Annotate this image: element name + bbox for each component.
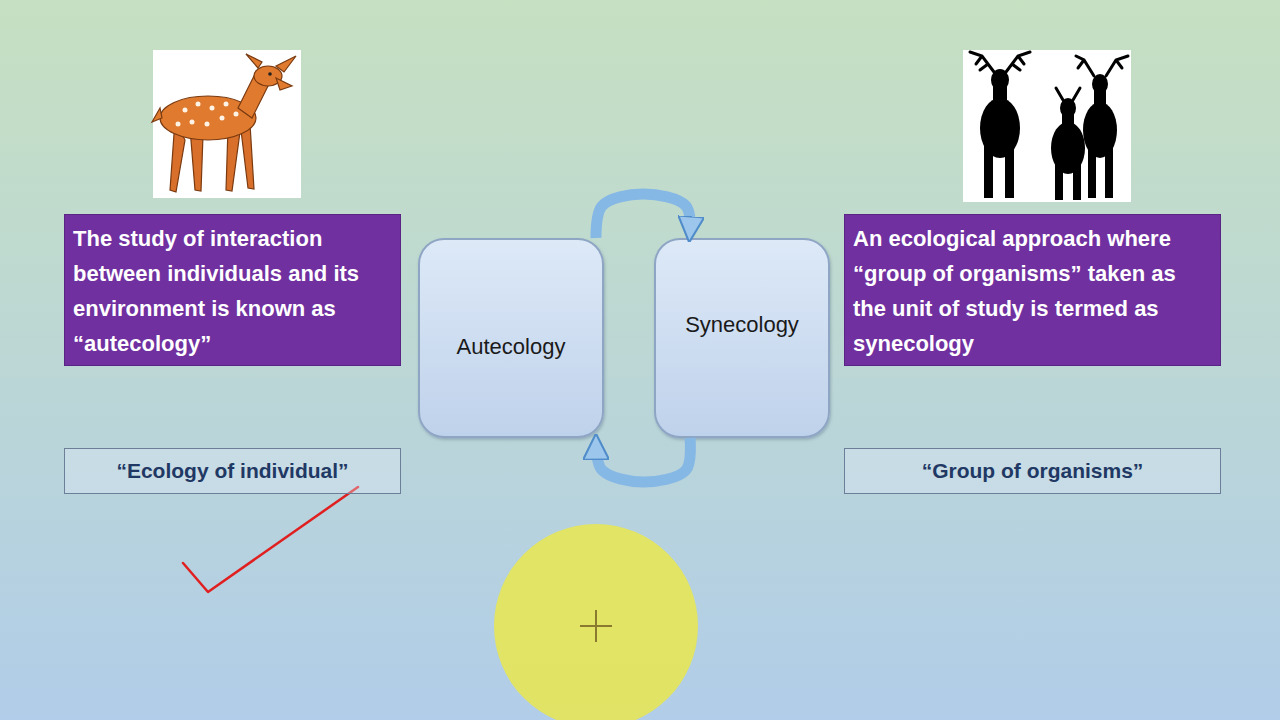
cursor-highlight [494, 524, 698, 720]
deer-silhouettes [963, 50, 1131, 202]
concept-box: Autecology [418, 238, 604, 438]
concept-box: Synecology [654, 238, 830, 438]
node-text: An ecological approach where “group of o… [853, 221, 1212, 361]
deer-illustration [152, 50, 301, 198]
definition-box: An ecological approach where “group of o… [844, 214, 1221, 366]
cycle-arrow [596, 194, 690, 238]
node-text: “Group of organisms” [922, 459, 1144, 483]
node-text: The study of interaction between individ… [73, 221, 392, 361]
check-mark [183, 487, 358, 592]
node-text: “Ecology of individual” [116, 459, 348, 483]
definition-box: The study of interaction between individ… [64, 214, 401, 366]
cycle-arrow [596, 438, 690, 482]
node-text: Autecology [457, 334, 566, 360]
keyword-box: “Ecology of individual” [64, 448, 401, 494]
node-text: Synecology [685, 312, 799, 338]
keyword-box: “Group of organisms” [844, 448, 1221, 494]
